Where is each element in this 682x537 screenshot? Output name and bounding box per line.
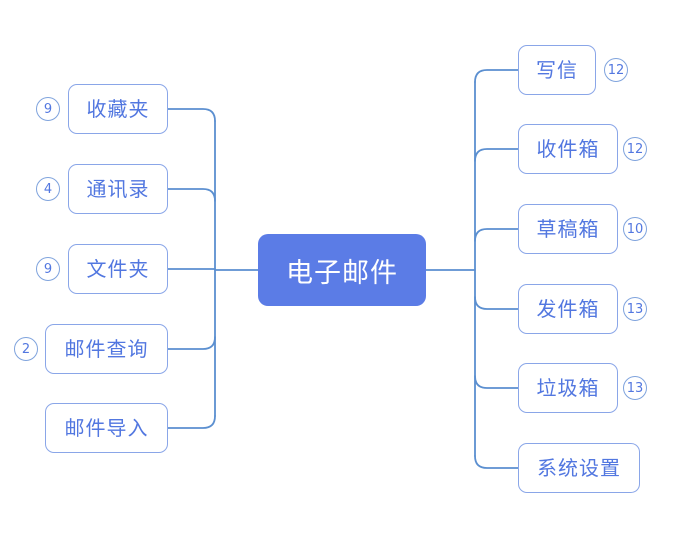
node-drafts[interactable]: 草稿箱 [518,204,618,254]
badge-outbox: 13 [623,297,647,321]
badge-mail-search: 2 [14,337,38,361]
root-node-email[interactable]: 电子邮件 [258,234,426,306]
node-system-settings[interactable]: 系统设置 [518,443,640,493]
badge-folders: 9 [36,257,60,281]
badge-favorites: 9 [36,97,60,121]
badge-drafts: 10 [623,217,647,241]
node-mail-search[interactable]: 邮件查询 [45,324,168,374]
node-mail-import[interactable]: 邮件导入 [45,403,168,453]
badge-compose: 12 [604,58,628,82]
node-trash[interactable]: 垃圾箱 [518,363,618,413]
node-inbox[interactable]: 收件箱 [518,124,618,174]
badge-inbox: 12 [623,137,647,161]
node-folders[interactable]: 文件夹 [68,244,168,294]
badge-trash: 13 [623,376,647,400]
node-favorites[interactable]: 收藏夹 [68,84,168,134]
badge-contacts: 4 [36,177,60,201]
node-contacts[interactable]: 通讯录 [68,164,168,214]
node-outbox[interactable]: 发件箱 [518,284,618,334]
node-compose[interactable]: 写信 [518,45,596,95]
